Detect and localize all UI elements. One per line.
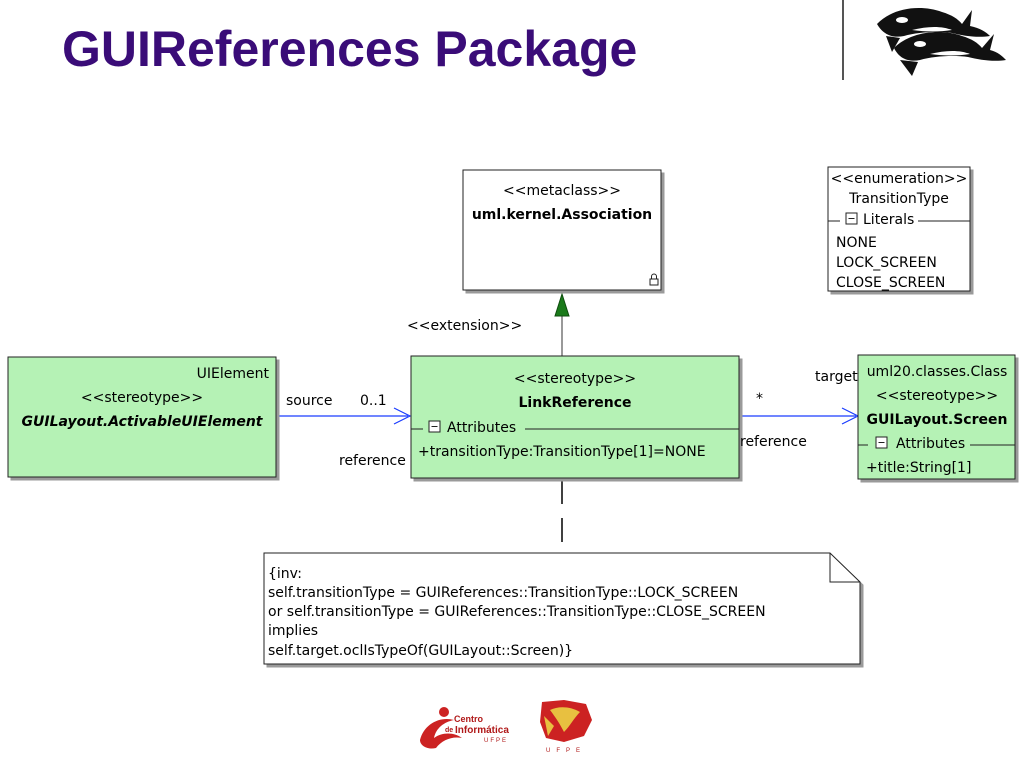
extension-arrowhead: [554, 292, 570, 317]
activable-stereotype: <<stereotype>>: [81, 390, 203, 406]
screen-compartment-label: Attributes: [896, 436, 965, 452]
activable-metaclass: UIElement: [197, 366, 270, 382]
source-role-label: source: [286, 393, 333, 409]
activable-name: GUILayout.ActivableUIElement: [22, 414, 264, 430]
enumeration-compartment-label: Literals: [863, 212, 914, 228]
reference-right-label: reference: [740, 434, 807, 450]
screen-name: GUILayout.Screen: [867, 412, 1008, 428]
target-multiplicity-label: *: [756, 391, 763, 407]
enumeration-literal: CLOSE_SCREEN: [836, 275, 945, 291]
link-reference-box[interactable]: <<stereotype>> LinkReference Attributes …: [410, 355, 740, 479]
lock-icon: [649, 273, 659, 286]
screen-attribute: +title:String[1]: [866, 460, 971, 476]
link-reference-compartment-label: Attributes: [447, 420, 516, 436]
slide-title: GUIReferences Package: [62, 21, 638, 77]
centro-label: Centro: [454, 714, 484, 724]
activable-ui-element-box[interactable]: UIElement <<stereotype>> GUILayout.Activ…: [7, 356, 277, 478]
enumeration-transitiontype-box[interactable]: <<enumeration>> TransitionType Literals …: [827, 166, 971, 292]
link-reference-stereotype: <<stereotype>>: [514, 371, 636, 387]
link-reference-attribute: +transitionType:TransitionType[1]=NONE: [418, 444, 706, 460]
orca-logo-icon: [877, 8, 1006, 76]
collapse-icon[interactable]: [428, 420, 441, 433]
source-association: [276, 407, 412, 425]
screen-stereotype: <<stereotype>>: [876, 388, 998, 404]
logo-divider: [842, 0, 844, 80]
note-line: {inv:: [268, 566, 302, 582]
metaclass-stereotype: <<metaclass>>: [503, 183, 621, 199]
extension-label: <<extension>>: [407, 318, 522, 334]
informatica-label: Informática: [455, 725, 509, 736]
metaclass-name: uml.kernel.Association: [472, 207, 652, 223]
screen-box[interactable]: uml20.classes.Class <<stereotype>> GUILa…: [857, 354, 1016, 480]
collapse-icon[interactable]: [845, 212, 858, 225]
collapse-icon[interactable]: [875, 436, 888, 449]
note-line: or self.transitionType = GUIReferences::…: [268, 604, 766, 620]
note-line: self.transitionType = GUIReferences::Tra…: [268, 585, 738, 601]
centro-informatica-logo: Centro de Informática UFPE: [420, 707, 509, 749]
ufpe-crest-label: UFPE: [546, 748, 586, 754]
link-reference-name: LinkReference: [518, 395, 631, 411]
target-association: [739, 407, 860, 425]
footer-logos: Centro de Informática UFPE UFPE: [420, 700, 592, 754]
enumeration-literal: LOCK_SCREEN: [836, 255, 937, 271]
ufpe-crest-logo: UFPE: [540, 700, 592, 754]
enumeration-stereotype: <<enumeration>>: [831, 171, 968, 187]
reference-left-label: reference: [339, 453, 406, 469]
extension-connector: [554, 292, 570, 356]
metaclass-association-box[interactable]: <<metaclass>> uml.kernel.Association: [462, 169, 662, 291]
enumeration-name: TransitionType: [848, 191, 949, 207]
target-role-label: target: [815, 369, 858, 385]
note-line: implies: [268, 623, 318, 639]
screen-metaclass: uml20.classes.Class: [867, 364, 1008, 380]
source-multiplicity-label: 0..1: [360, 393, 387, 409]
enumeration-literal: NONE: [836, 235, 877, 251]
de-label: de: [445, 727, 453, 734]
source-arrowhead: [393, 407, 412, 425]
note-line: self.target.oclIsTypeOf(GUILayout::Scree…: [268, 643, 573, 659]
ocl-constraint-note[interactable]: {inv: self.transitionType = GUIReference…: [263, 552, 861, 665]
ufpe-label: UFPE: [484, 738, 508, 744]
